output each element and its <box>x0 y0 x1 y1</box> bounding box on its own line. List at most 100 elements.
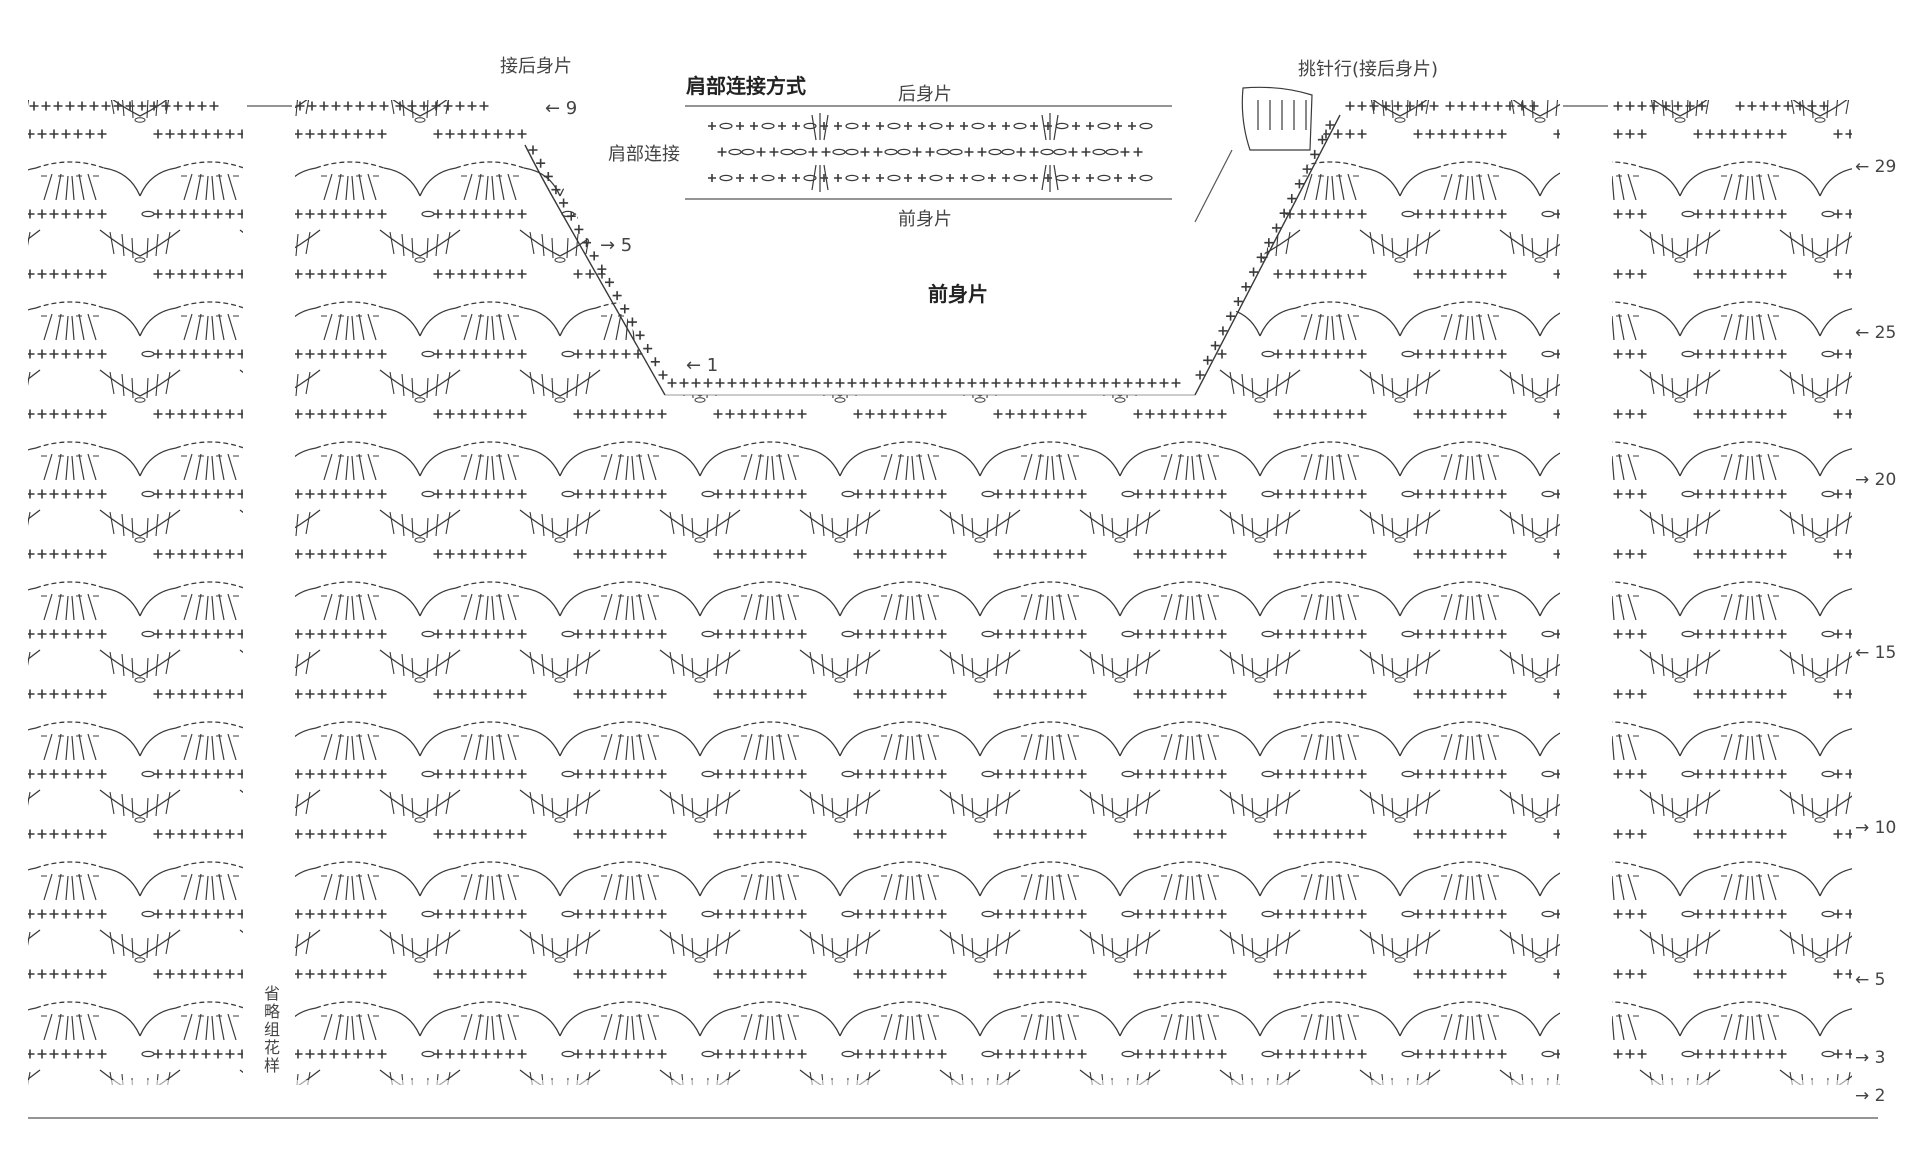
sc-stitch <box>1256 252 1266 262</box>
sc-stitch <box>1310 149 1320 159</box>
shoulder-inset <box>685 105 1172 200</box>
sc-stitch <box>895 378 905 388</box>
neckline-edge <box>524 114 1341 396</box>
sc-stitch <box>1171 378 1181 388</box>
sc-stitch <box>918 174 926 182</box>
sc-stitch <box>1039 378 1049 388</box>
sc-stitch <box>904 122 912 130</box>
sc-stitch <box>708 122 716 130</box>
sc-stitch <box>778 122 786 130</box>
sc-stitch <box>912 147 922 157</box>
chain-stitch <box>780 148 794 156</box>
sc-stitch <box>1044 174 1052 182</box>
sc-stitch <box>736 122 744 130</box>
row-number: ← 29 <box>1855 157 1897 177</box>
sc-stitch <box>574 224 584 234</box>
sc-stitch <box>946 174 954 182</box>
chain-stitch <box>1097 122 1111 130</box>
sc-stitch <box>871 378 881 388</box>
row-number: → 2 <box>1855 1086 1886 1106</box>
chain-stitch <box>1055 174 1069 182</box>
sc-stitch <box>627 317 637 327</box>
sc-stitch <box>834 174 842 182</box>
left-panel <box>28 100 243 1085</box>
sc-stitch <box>964 147 974 157</box>
sc-stitch <box>1114 174 1122 182</box>
sc-stitch <box>979 378 989 388</box>
chain-stitch <box>1040 148 1054 156</box>
sc-stitch <box>635 330 645 340</box>
sc-stitch <box>763 378 773 388</box>
chain-stitch <box>1105 148 1119 156</box>
shoulder-title: 肩部连接方式 <box>686 74 806 98</box>
sc-stitch <box>750 174 758 182</box>
sc-stitch <box>811 378 821 388</box>
sc-stitch <box>736 174 744 182</box>
sc-stitch <box>1111 378 1121 388</box>
chain-stitch <box>845 122 859 130</box>
sc-stitch <box>1294 179 1304 189</box>
sc-stitch <box>750 122 758 130</box>
sc-stitch <box>1086 122 1094 130</box>
sc-stitch <box>1195 370 1205 380</box>
sc-stitch <box>925 147 935 157</box>
sc-stitch <box>808 147 818 157</box>
sc-stitch <box>943 378 953 388</box>
row9-label: ← 9 <box>545 98 578 119</box>
sc-stitch <box>823 378 833 388</box>
sc-stitch <box>792 122 800 130</box>
join-back-label-left: 接后身片 <box>500 56 572 77</box>
sc-stitch <box>960 122 968 130</box>
chain-stitch <box>845 174 859 182</box>
sc-stitch <box>1123 378 1133 388</box>
sc-stitch <box>1029 147 1039 157</box>
sc-stitch <box>918 122 926 130</box>
sc-stitch <box>907 378 917 388</box>
sc-stitch <box>1249 267 1259 277</box>
sc-stitch <box>1271 223 1281 233</box>
sc-stitch <box>691 378 701 388</box>
sc-stitch <box>787 378 797 388</box>
sc-stitch <box>1133 147 1143 157</box>
sc-stitch <box>1003 378 1013 388</box>
sc-stitch <box>769 147 779 157</box>
sc-stitch <box>988 174 996 182</box>
sc-stitch <box>919 378 929 388</box>
back-piece-label: 后身片 <box>898 84 952 105</box>
chain-stitch <box>719 122 733 130</box>
chain-stitch <box>936 148 950 156</box>
chain-stitch <box>1001 148 1015 156</box>
chain-stitch <box>884 148 898 156</box>
sc-stitch <box>834 122 842 130</box>
sc-stitch <box>536 158 546 168</box>
sc-stitch <box>1264 238 1274 248</box>
sc-stitch <box>1233 296 1243 306</box>
sc-stitch <box>873 147 883 157</box>
chain-stitch <box>1139 174 1153 182</box>
sc-stitch <box>643 344 653 354</box>
sc-stitch <box>859 378 869 388</box>
chain-stitch <box>887 174 901 182</box>
sc-stitch <box>862 122 870 130</box>
sc-stitch <box>1325 120 1335 130</box>
sc-stitch <box>756 147 766 157</box>
sc-stitch <box>778 174 786 182</box>
front-piece-small-label: 前身片 <box>898 209 952 230</box>
sc-stitch <box>1120 147 1130 157</box>
chain-stitch <box>832 148 846 156</box>
sc-stitch <box>1027 378 1037 388</box>
row-number: ← 15 <box>1855 643 1897 663</box>
sc-stitch <box>862 174 870 182</box>
sc-stitch <box>1241 282 1251 292</box>
chain-stitch <box>845 148 859 156</box>
sc-stitch <box>967 378 977 388</box>
chain-stitch <box>971 174 985 182</box>
sc-stitch <box>860 147 870 157</box>
chain-stitch <box>988 148 1002 156</box>
sc-stitch <box>1051 378 1061 388</box>
sc-stitch <box>876 174 884 182</box>
front-piece-title: 前身片 <box>928 282 988 306</box>
row1-label: ← 1 <box>686 355 719 376</box>
chain-stitch <box>1055 122 1069 130</box>
sc-stitch <box>876 122 884 130</box>
